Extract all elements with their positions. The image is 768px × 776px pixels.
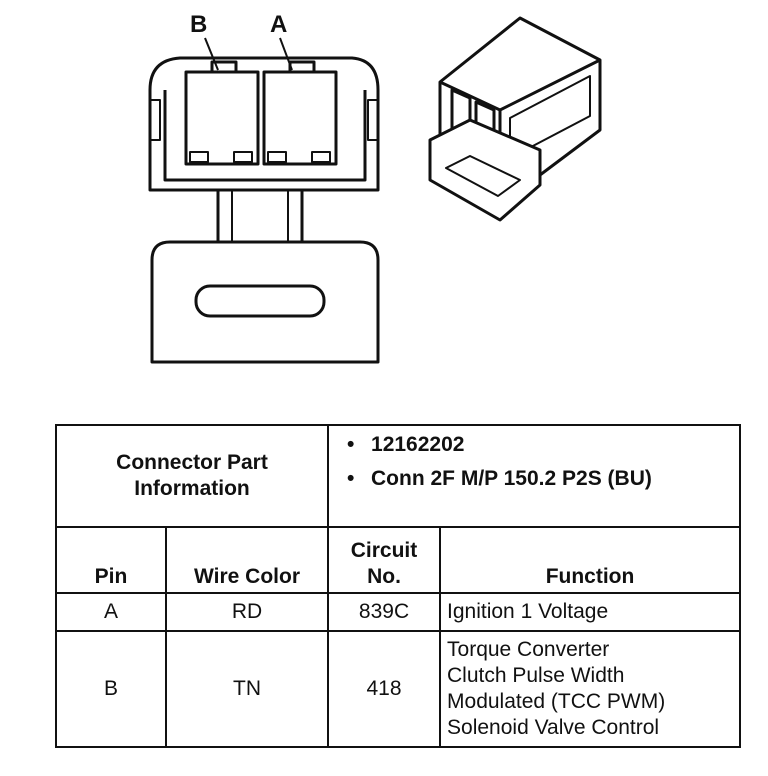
connector-description-item: •Conn 2F M/P 150.2 P2S (BU) [347, 467, 652, 490]
table-row: B TN 418 Torque Converter Clutch Pulse W… [55, 630, 742, 748]
pin-label-b: B [190, 11, 207, 38]
header-pin: Pin [55, 526, 167, 594]
function-cell: Ignition 1 Voltage [439, 592, 742, 632]
pin-cell: A [55, 592, 167, 632]
header-circuit-no: Circuit No. [327, 526, 442, 594]
table-row: A RD 839C Ignition 1 Voltage [55, 592, 742, 632]
circuit-cell: 418 [327, 630, 442, 748]
header-function: Function [439, 526, 742, 594]
pin-label-a: A [270, 11, 287, 38]
connector-part-info-list: •12162202 •Conn 2F M/P 150.2 P2S (BU) [327, 424, 742, 528]
connector-info-table: Connector Part Information •12162202 •Co… [54, 424, 742, 748]
function-cell: Torque Converter Clutch Pulse Width Modu… [439, 630, 742, 748]
wire-color-cell: RD [164, 592, 330, 632]
connector-part-info-label: Connector Part Information [54, 424, 330, 528]
header-wire-color: Wire Color [164, 526, 330, 594]
wire-color-cell: TN [164, 630, 330, 748]
circuit-cell: 839C [327, 592, 442, 632]
connector-front-view [148, 56, 380, 364]
leader-line-b [204, 37, 219, 71]
connector-diagram: B A [148, 11, 602, 364]
part-number-item: •12162202 [347, 433, 465, 456]
connector-iso-view [428, 16, 602, 222]
pin-cell: B [55, 630, 167, 748]
